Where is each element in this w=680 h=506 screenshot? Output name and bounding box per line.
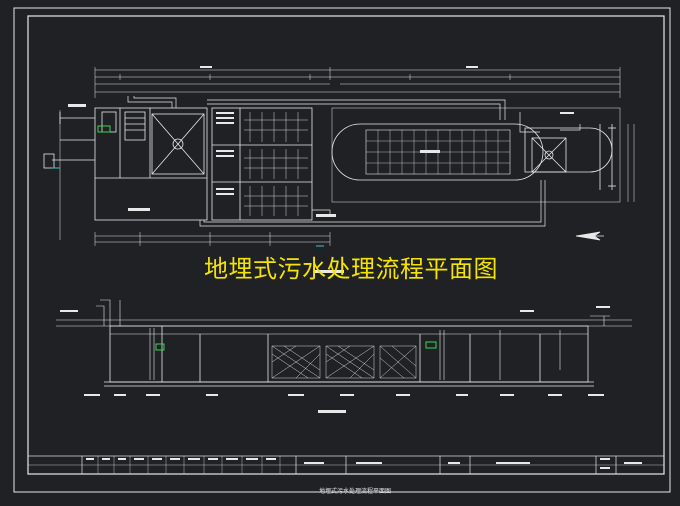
plan-cylinder-tank <box>331 107 621 203</box>
section-view <box>56 270 632 413</box>
title-block <box>27 455 665 475</box>
plan-label-marks <box>68 66 574 217</box>
plan-top-dimensions <box>94 67 621 98</box>
section-pipes <box>96 299 610 380</box>
drawing-title-overlay: 地埋式污水处理流程平面图 <box>204 255 498 283</box>
plan-middle-tanks <box>211 107 313 221</box>
sheet-border <box>13 7 671 493</box>
section-color-accents <box>155 341 437 351</box>
plan-view <box>43 66 635 247</box>
plan-piping <box>127 96 581 227</box>
plan-right-tank <box>524 124 616 190</box>
section-compartments <box>110 326 588 382</box>
sheet-caption: 地埋式污水处理流程平面图 <box>318 488 391 495</box>
plan-color-accents <box>52 125 324 247</box>
title-block-marks <box>86 458 642 469</box>
plan-bottom-dimensions <box>59 110 635 246</box>
plan-left-chambers <box>43 107 208 221</box>
north-arrow-icon <box>575 231 604 241</box>
section-media-packs <box>271 345 417 379</box>
section-label-marks <box>60 270 610 413</box>
